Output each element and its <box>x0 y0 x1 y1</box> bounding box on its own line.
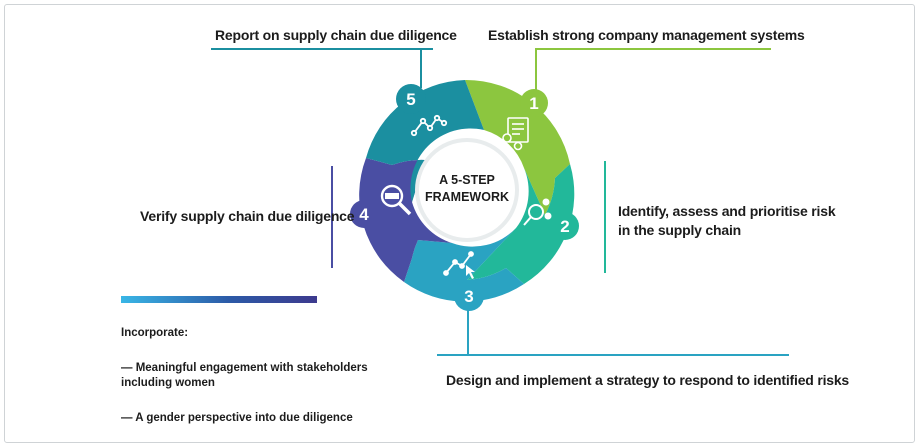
incorporate-heading: Incorporate: <box>121 327 189 339</box>
segment-step-4 <box>359 158 452 282</box>
badge-number-1: 1 <box>529 94 538 113</box>
step3-label: Design and implement a strategy to respo… <box>446 372 850 388</box>
badge-number-2: 2 <box>560 217 569 236</box>
step3-label-overline <box>437 354 789 356</box>
badge-number-5: 5 <box>406 90 415 109</box>
diagram-frame <box>4 4 915 443</box>
incorporate-item1-line1: — Meaningful engagement with stakeholder… <box>121 362 368 374</box>
incorporate-item2: — A gender perspective into due diligenc… <box>121 412 353 424</box>
badge-step-4 <box>350 200 378 228</box>
badge-number-3: 3 <box>464 287 473 306</box>
line-graph-icon <box>410 114 448 137</box>
step2-connector <box>604 161 606 273</box>
gradient-bar <box>121 296 317 303</box>
badge-step-3 <box>454 281 484 311</box>
center-title-line2: FRAMEWORK <box>425 190 509 204</box>
magnifier-network-icon <box>523 198 552 226</box>
segment-step-5 <box>366 80 484 202</box>
step2-label-line2: in the supply chain <box>618 222 741 238</box>
step3-connector <box>467 310 469 354</box>
step5-label-underline <box>211 48 433 50</box>
badge-step-5 <box>396 84 426 114</box>
center-ring <box>415 138 519 242</box>
step5-connector <box>420 48 422 88</box>
document-gears-icon <box>502 117 529 151</box>
center-title-line1: A 5-STEP <box>439 173 495 187</box>
badge-number-4: 4 <box>359 205 369 224</box>
step2-label-line1: Identify, assess and prioritise risk <box>618 203 836 219</box>
incorporate-item1-line2: including women <box>121 377 215 389</box>
step4-connector <box>331 166 333 268</box>
badge-step-2 <box>551 212 579 240</box>
step1-connector <box>535 48 537 92</box>
line-graph-cursor-icon <box>443 251 475 279</box>
step5-label: Report on supply chain due diligence <box>215 27 457 43</box>
badge-step-1 <box>520 89 548 117</box>
magnifier-audit-icon <box>380 184 412 216</box>
segment-step-2 <box>467 164 575 284</box>
step4-label: Verify supply chain due diligence <box>140 208 355 224</box>
step1-label: Establish strong company management syst… <box>488 27 805 43</box>
step1-label-underline <box>535 48 771 50</box>
